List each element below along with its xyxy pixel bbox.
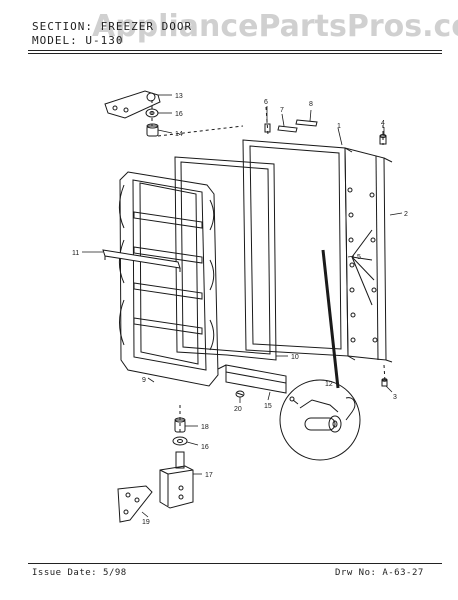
section-header: SECTION: FREEZER DOOR: [32, 20, 192, 33]
bottom-washer: [172, 436, 188, 446]
callout-11: 11: [72, 250, 79, 257]
callout-8: 8: [309, 101, 313, 108]
watermark: AppliancePartsPros.com: [92, 9, 458, 44]
callout-6: 6: [264, 99, 268, 106]
callout-3: 3: [393, 394, 397, 401]
bottom-hinge: [159, 451, 194, 509]
section-value: FREEZER DOOR: [100, 20, 193, 33]
bottom-bracket: [117, 485, 153, 523]
callout-5: 5: [357, 254, 361, 261]
callout-2: 2: [404, 211, 408, 218]
screw-part-20: [235, 390, 245, 398]
outer-door-panel: [242, 139, 356, 361]
door-side-rail: [344, 147, 393, 363]
callout-19: 19: [142, 519, 150, 526]
bottom-rail: [217, 364, 287, 394]
callout-9: 9: [142, 377, 146, 384]
model-label: MODEL:: [32, 34, 78, 47]
alignment-lines: [151, 100, 386, 435]
model-header: MODEL: U-130: [32, 34, 124, 47]
callout-16-top: 16: [175, 111, 183, 118]
hinge-pin-top: [379, 134, 387, 145]
callout-10: 10: [291, 354, 299, 361]
header-rule-secondary: [28, 53, 442, 54]
screw-part-3: [381, 378, 388, 387]
issue-date: Issue Date: 5/98: [32, 568, 127, 578]
callout-16-bottom: 16: [201, 444, 209, 451]
model-value: U-130: [85, 34, 124, 47]
header-rule: [28, 50, 442, 51]
callout-14: 14: [175, 131, 183, 138]
callout-12: 12: [325, 381, 333, 388]
door-stop-parts: [264, 119, 318, 133]
callout-4: 4: [381, 120, 385, 127]
footer-rule: [28, 563, 442, 564]
callout-15: 15: [264, 403, 272, 410]
callout-20: 20: [234, 406, 242, 413]
callout-leaders: [82, 94, 403, 518]
drawing-number: Drw No: A-63-27: [335, 568, 424, 578]
callout-7: 7: [280, 107, 284, 114]
top-hinge: [104, 90, 161, 119]
inner-door-liner: [119, 171, 219, 387]
door-gasket: [174, 156, 277, 361]
part-5-leaders: [351, 229, 375, 306]
latch-detail: [279, 249, 361, 461]
callout-13: 13: [175, 93, 183, 100]
callout-18: 18: [201, 424, 209, 431]
callout-1: 1: [337, 123, 341, 130]
section-label: SECTION:: [32, 20, 93, 33]
door-shelf-bar: [102, 249, 181, 272]
callout-17: 17: [205, 472, 213, 479]
